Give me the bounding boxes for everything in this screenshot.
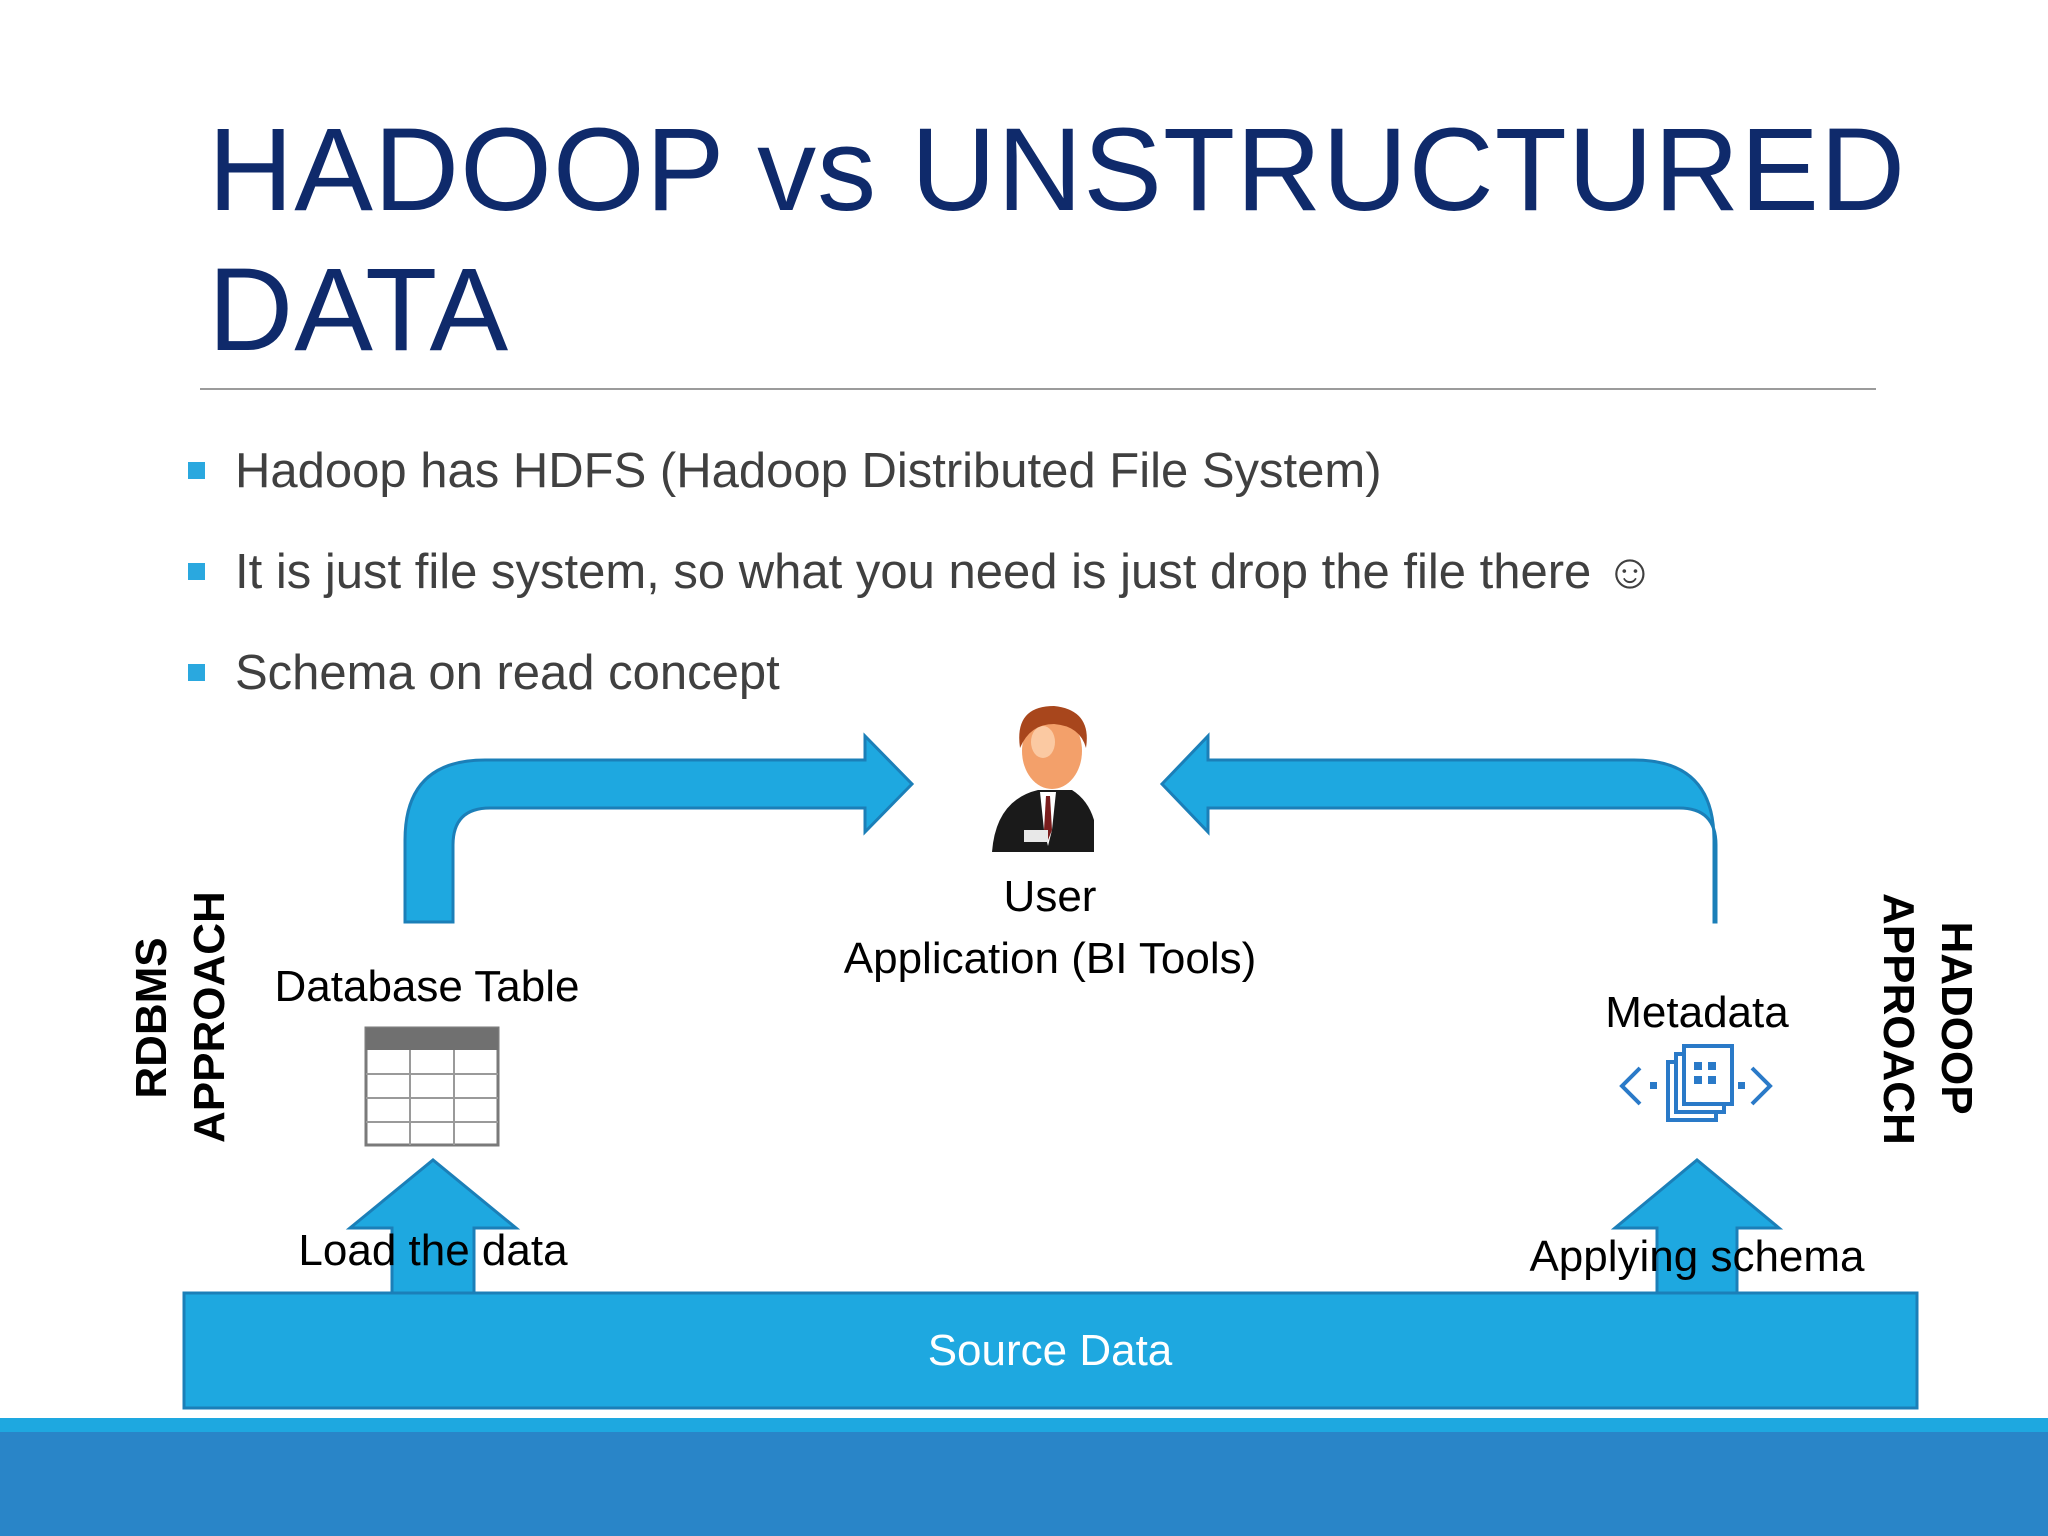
application-label: Application (BI Tools): [843, 934, 1257, 983]
bullet-square-icon: [188, 563, 205, 580]
source-data-label: Source Data: [927, 1326, 1173, 1375]
database-table-icon: [364, 1026, 500, 1147]
bullet-square-icon: [188, 462, 205, 479]
title-line-2: DATA: [208, 244, 510, 376]
metadata-icon: [1619, 1044, 1773, 1122]
database-table-label: Database Table: [274, 962, 580, 1011]
rdbms-line-1: RDBMS: [127, 937, 176, 1099]
bullet-text: It is just file system, so what you need…: [235, 544, 1655, 599]
apply-schema-label: Applying schema: [1529, 1232, 1865, 1281]
hadoop-line-2: APPROACH: [1874, 893, 1923, 1145]
footer-band: [0, 1418, 2048, 1536]
hadoop-approach-label: HADOOP APPROACH: [1865, 893, 1985, 1145]
title-divider: [200, 388, 1876, 390]
bullet-text: Schema on read concept: [235, 645, 780, 700]
user-label: User: [1003, 872, 1097, 921]
bullet-item: Hadoop has HDFS (Hadoop Distributed File…: [188, 420, 1888, 521]
metadata-label: Metadata: [1605, 988, 1789, 1037]
rdbms-approach-label: RDBMS APPROACH: [123, 891, 243, 1143]
bullet-list: Hadoop has HDFS (Hadoop Distributed File…: [188, 420, 1888, 723]
load-data-label: Load the data: [298, 1226, 568, 1275]
source-data-bar: [182, 1291, 1919, 1410]
title-line-1: HADOOP vs UNSTRUCTURED: [208, 104, 1907, 236]
hadoop-arrow-to-user: [1159, 732, 1718, 924]
rdbms-arrow-to-user: [403, 732, 915, 924]
footer-band-accent: [0, 1418, 2048, 1432]
apply-schema-arrow: [1610, 1158, 1784, 1297]
bullet-square-icon: [188, 664, 205, 681]
bullet-item: Schema on read concept: [188, 622, 1888, 723]
bullet-text: Hadoop has HDFS (Hadoop Distributed File…: [235, 443, 1382, 498]
rdbms-line-2: APPROACH: [185, 891, 234, 1143]
bullet-item: It is just file system, so what you need…: [188, 521, 1888, 622]
person-user-icon: [992, 706, 1094, 852]
load-data-arrow: [345, 1158, 521, 1297]
hadoop-line-1: HADOOP: [1932, 921, 1981, 1115]
slide-title: HADOOP vs UNSTRUCTURED DATA: [208, 100, 1908, 380]
